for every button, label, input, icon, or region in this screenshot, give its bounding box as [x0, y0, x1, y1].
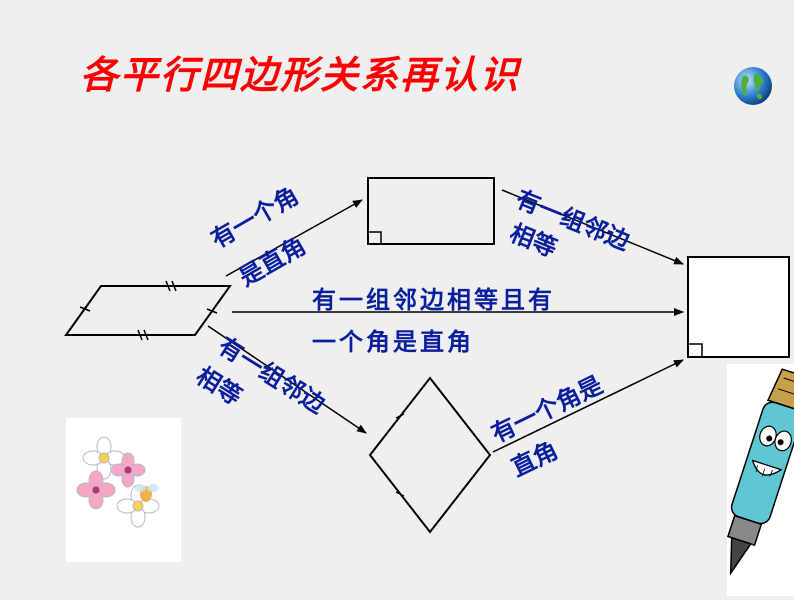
right-angle-mark	[688, 343, 703, 357]
right-angle-mark	[368, 231, 382, 244]
arrow-parallelogram-to-rectangle	[225, 199, 363, 277]
square-shape	[687, 256, 790, 358]
arrow-rectangle-to-square	[501, 189, 684, 265]
tick-mark	[165, 280, 171, 292]
globe-icon	[734, 67, 772, 105]
tick-mark	[395, 491, 405, 497]
tick-mark	[395, 413, 405, 419]
tick-mark	[143, 329, 149, 341]
page-title: 各平行四边形关系再认识	[80, 52, 521, 97]
tick-mark	[79, 306, 91, 312]
tick-mark	[137, 329, 143, 341]
arrow-parallelogram-to-rhombus	[207, 325, 367, 434]
label-direct-line2: 一个角是直角	[312, 328, 474, 356]
rhombus-shape	[368, 376, 492, 534]
tick-mark	[171, 280, 177, 292]
tick-mark	[206, 308, 218, 314]
flowers-clipart	[66, 418, 181, 562]
rectangle-shape	[367, 177, 495, 245]
parallelogram-shape	[64, 285, 232, 336]
label-direct-line1: 有一组邻边相等且有	[312, 286, 555, 314]
arrow-rhombus-to-square	[492, 359, 684, 453]
pen-cartoon-clipart	[726, 364, 794, 596]
